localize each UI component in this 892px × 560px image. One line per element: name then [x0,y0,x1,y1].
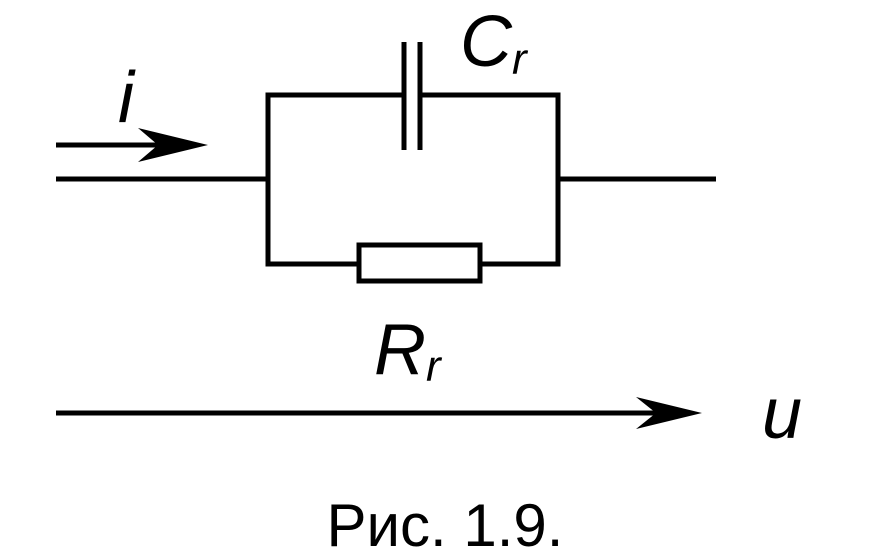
current-arrow-head [138,128,208,162]
current-label: i [118,58,136,138]
resistor-symbol [356,242,483,284]
capacitor-symbol [401,42,423,150]
voltage-arrow [56,397,702,429]
capacitor-label-subscript: r [512,35,529,84]
voltage-label: u [762,374,802,454]
voltage-arrow-head [636,397,702,429]
capacitor-label: Cr [460,2,529,84]
figure-caption: Рис. 1.9. [327,492,564,559]
resistor-label-subscript: r [426,342,443,391]
resistor-label: Rr [374,310,443,391]
current-arrow [56,128,208,162]
resistor-label-symbol: R [374,310,426,390]
capacitor-label-symbol: C [460,2,513,82]
